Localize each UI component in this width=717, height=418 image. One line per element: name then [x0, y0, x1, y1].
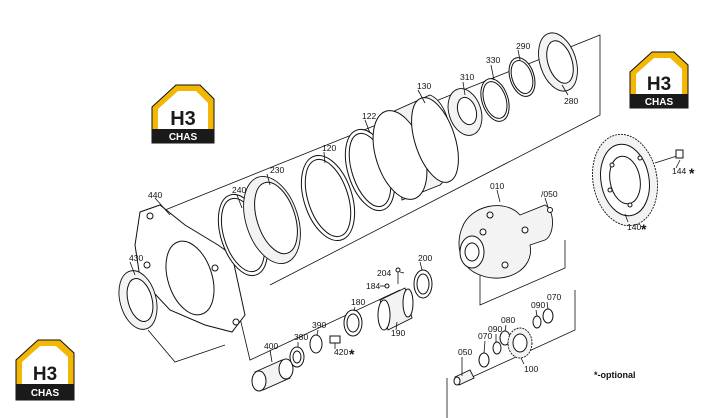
part-140-ring-gear — [592, 133, 658, 227]
brand-logo-bottom: CHAS H3 — [15, 339, 75, 401]
part-100-planet-gear — [507, 327, 533, 359]
part-070-washer-upper — [542, 308, 554, 324]
label-310: 310 — [460, 72, 474, 82]
part-090-washer-upper — [532, 315, 542, 329]
label-400: 400 — [264, 341, 278, 351]
label-100: 100 — [524, 364, 538, 374]
label-440: 440 — [148, 190, 162, 200]
label-080: 080 — [501, 315, 515, 325]
label-230: 230 — [270, 165, 284, 175]
label-122: 122 — [362, 111, 376, 121]
part-230-gear — [243, 176, 301, 264]
label-010: 010 — [490, 181, 504, 191]
label-120: 120 — [322, 143, 336, 153]
label-144: 144 — [672, 166, 686, 176]
part-390-snap-ring — [309, 334, 323, 354]
part-070-washer-lower — [478, 352, 490, 368]
part-400-bearing — [251, 358, 294, 392]
part-380-washer — [289, 346, 305, 368]
label-390: 390 — [312, 320, 326, 330]
brand-logo-right: CHAS H3 — [629, 51, 689, 109]
label-090-lower: 090 — [488, 324, 502, 334]
label-240: 240 — [232, 185, 246, 195]
part-200-ring — [413, 269, 433, 299]
part-labels: 440 430 240 230 120 122 130 310 330 290 … — [129, 41, 695, 374]
label-204: 204 — [377, 268, 391, 278]
part-144-bolt — [654, 149, 684, 164]
label-420: 420 — [334, 347, 348, 357]
label-050-upper: /050 — [541, 189, 558, 199]
part-010-hub-housing — [458, 204, 553, 279]
label-090-upper: 090 — [531, 300, 545, 310]
part-180-ring — [343, 309, 363, 337]
label-070-lower: 070 — [478, 331, 492, 341]
part-050-pin — [453, 369, 475, 386]
label-430: 430 — [129, 253, 143, 263]
label-184: 184 — [366, 281, 380, 291]
label-140: 140 — [627, 222, 641, 232]
label-050-lower: 050 — [458, 347, 472, 357]
part-184-pin — [384, 283, 390, 289]
logo-mark: H3 — [33, 364, 57, 385]
label-280: 280 — [564, 96, 578, 106]
part-420-plug — [329, 335, 341, 344]
logo-text: CHAS — [31, 388, 60, 399]
svg-text:*: * — [641, 221, 647, 237]
part-120-ring — [300, 155, 356, 241]
label-380: 380 — [294, 332, 308, 342]
svg-text:*: * — [349, 346, 355, 362]
part-190-spline-shaft — [377, 287, 414, 331]
logo-text: CHAS — [645, 97, 674, 108]
label-200: 200 — [418, 253, 432, 263]
part-440-carrier-plate — [134, 204, 246, 333]
part-310-bearing — [447, 88, 483, 136]
part-290-snap-ring — [508, 57, 536, 97]
part-090-washer-lower — [492, 341, 502, 355]
label-290: 290 — [516, 41, 530, 51]
logo-text: CHAS — [169, 132, 198, 143]
label-070-upper: 070 — [547, 292, 561, 302]
logo-mark: H3 — [647, 74, 671, 95]
part-280-gear-ring — [538, 32, 578, 92]
label-180: 180 — [351, 297, 365, 307]
part-430-gear-ring — [118, 270, 158, 330]
optional-note: *-optional — [594, 370, 636, 380]
leader-lines — [129, 49, 681, 376]
part-330-snap-ring — [480, 78, 510, 122]
part-204-pin — [395, 267, 401, 284]
svg-text:*: * — [689, 165, 695, 181]
brand-logo-top: CHAS H3 — [151, 84, 215, 144]
label-130: 130 — [417, 81, 431, 91]
logo-mark: H3 — [170, 108, 196, 130]
label-190: 190 — [391, 328, 405, 338]
label-330: 330 — [486, 55, 500, 65]
part-130-drum — [372, 94, 459, 201]
